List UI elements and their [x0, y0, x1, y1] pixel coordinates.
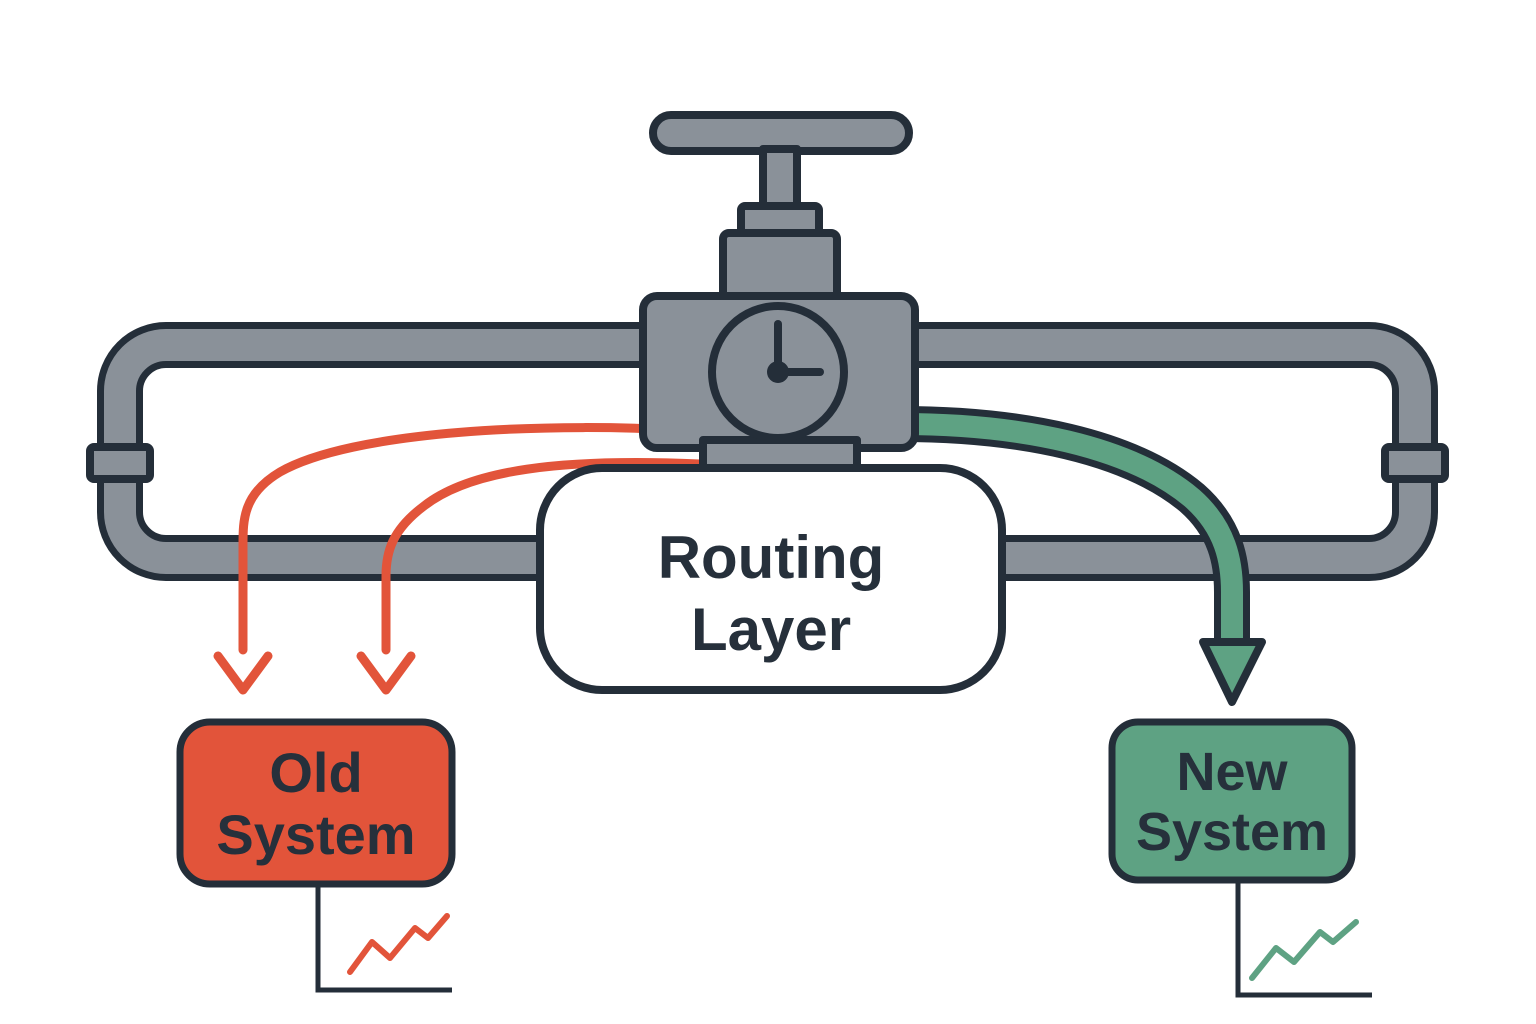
valve-stem-icon: [759, 145, 801, 215]
old-traffic-arrow-1: [238, 423, 720, 655]
old-system-label-line2: System: [216, 803, 415, 866]
new-system-label-line1: New: [1176, 742, 1288, 802]
new-traffic-arrow-fill: [899, 413, 1243, 644]
new-traffic-arrow: [899, 406, 1266, 706]
new-system-label-line2: System: [1136, 802, 1328, 862]
routing-layer-label-line2: Layer: [691, 596, 851, 663]
new-system-shape: [1108, 718, 1356, 884]
routing-layer-shape: [536, 464, 1006, 694]
gauge-center-dot: [767, 361, 789, 383]
old-sparkline-axis: [315, 884, 452, 993]
new-system-sparkline: [1235, 880, 1372, 998]
pipe-flange-left-icon: [86, 443, 154, 483]
old-system-label-line1: Old: [269, 741, 362, 804]
old-traffic-arrow-2: [381, 458, 705, 655]
old-traffic-arrowhead-2: [356, 651, 416, 695]
old-traffic-arrows: [213, 423, 720, 695]
pipe-flange-right-icon: [1381, 443, 1449, 483]
routing-layer-box: Routing Layer: [536, 464, 1006, 694]
old-traffic-arrowhead-1: [213, 651, 273, 695]
valve-icon: [639, 111, 919, 482]
old-system-box: Old System: [176, 718, 456, 888]
old-system-sparkline: [315, 884, 452, 993]
new-sparkline-axis: [1235, 880, 1372, 998]
routing-layer-label-line1: Routing: [658, 524, 885, 591]
new-system-box: New System: [1108, 718, 1356, 884]
gauge-icon: [708, 302, 848, 442]
new-traffic-arrowhead: [1199, 638, 1266, 706]
old-sparkline-line: [347, 913, 450, 975]
new-sparkline-line: [1249, 919, 1359, 981]
